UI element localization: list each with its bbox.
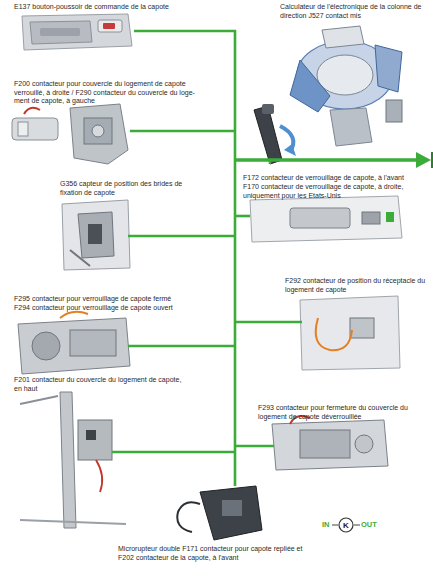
cover-switch-photo <box>20 392 126 528</box>
part-label: F170 contacteur de verrouillage de capot… <box>243 183 421 200</box>
cover-switch-photo <box>78 420 112 460</box>
steering-column-photo <box>317 55 373 95</box>
part-label: F292 contacteur de position du réceptacl… <box>285 277 433 294</box>
position-sensor-photo <box>62 200 130 270</box>
signal-line <box>128 345 235 348</box>
cover-switch-photo <box>20 396 58 404</box>
lock-switch-photo <box>18 122 28 136</box>
lock-motor-photo <box>60 312 88 318</box>
receptacle-switch-photo <box>300 296 400 370</box>
receptacle-switch-photo <box>300 296 400 370</box>
part-label: F293 contacteur pour fermeture du couver… <box>258 404 430 421</box>
part-label: F200 contacteur pour couvercle du logeme… <box>14 80 209 106</box>
lock-motor-photo <box>70 330 116 356</box>
symbol-arrow <box>332 525 338 526</box>
part-label: E137 bouton-poussoir de commande de la c… <box>14 3 224 12</box>
top-lock-switch-photo <box>362 212 380 224</box>
signal-line <box>128 235 235 238</box>
lock-motor-photo <box>32 332 60 360</box>
cover-lock-photo <box>272 420 388 470</box>
signal-line <box>112 451 235 454</box>
signal-line <box>235 215 250 218</box>
lock-switch-photo <box>84 118 112 144</box>
signal-line <box>235 445 274 448</box>
cover-switch-photo <box>60 392 76 528</box>
signal-line <box>134 31 235 486</box>
cover-switch-photo <box>20 520 126 524</box>
push-button-photo <box>40 28 80 36</box>
lock-switch-photo <box>70 104 128 164</box>
micro-switch-photo <box>177 486 262 540</box>
push-button-photo <box>22 14 132 50</box>
cover-lock-photo <box>300 430 350 458</box>
position-sensor-photo <box>70 250 90 266</box>
part-label: Calculateur de l'électronique de la colo… <box>280 3 433 20</box>
stalk-photo <box>262 104 274 114</box>
part-label: Microrupteur double F171 contacteur pour… <box>118 545 308 562</box>
lock-switch-photo <box>24 108 40 114</box>
part-label: F295 contacteur pour verrouillage de cap… <box>14 295 224 304</box>
push-button-photo <box>30 21 92 44</box>
lock-switch-photo <box>12 104 128 164</box>
signal-line <box>235 158 418 161</box>
stalk-photo <box>254 106 282 164</box>
lock-switch-photo <box>92 125 104 137</box>
steering-column-photo <box>330 108 372 146</box>
push-button-photo <box>22 14 132 50</box>
push-button-photo <box>103 23 115 29</box>
part-label: OUT <box>361 521 383 530</box>
cover-switch-photo <box>86 430 96 440</box>
part-label: G356 capteur de position des brides de f… <box>60 180 195 197</box>
stalk-photo <box>284 144 296 156</box>
top-lock-switch-photo <box>250 196 402 242</box>
steering-column-photo <box>375 45 402 92</box>
receptacle-switch-photo <box>350 318 374 338</box>
signal-line <box>235 321 302 324</box>
part-label: F294 contacteur pour verrouillage de cap… <box>14 304 224 313</box>
position-sensor-photo <box>78 212 114 258</box>
signal-line <box>130 130 235 133</box>
position-sensor-photo <box>88 224 102 244</box>
push-button-photo <box>98 20 122 32</box>
symbol-arrow <box>354 525 360 526</box>
cover-lock-photo <box>272 416 388 470</box>
lock-motor-photo <box>18 312 130 374</box>
cover-lock-photo <box>355 435 373 453</box>
steering-column-photo <box>290 26 402 146</box>
position-sensor-photo <box>62 200 130 270</box>
part-label: IN <box>322 521 336 530</box>
connector-symbol: K <box>338 517 354 533</box>
steering-column-photo <box>290 60 330 112</box>
lock-switch-photo <box>12 118 58 140</box>
edge-stripe <box>431 152 433 168</box>
circle-outline <box>339 518 353 532</box>
part-label: F201 contacteur du couvercle du logement… <box>14 376 182 393</box>
receptacle-switch-photo <box>316 318 352 350</box>
part-label: F172 contacteur de verrouillage de capot… <box>243 174 433 183</box>
top-lock-switch-photo <box>386 212 394 222</box>
symbol-letter: K <box>338 517 354 533</box>
micro-switch-photo <box>222 500 242 516</box>
arrow-head <box>416 152 431 168</box>
top-lock-switch-photo <box>290 208 350 228</box>
lock-motor-photo <box>18 318 130 374</box>
steering-column-photo <box>386 100 402 122</box>
micro-switch-photo <box>200 486 262 540</box>
stalk-photo <box>254 104 296 164</box>
top-lock-switch-photo <box>250 196 402 242</box>
micro-switch-photo <box>177 502 200 532</box>
steering-column-photo <box>322 26 364 48</box>
cover-switch-photo <box>96 460 102 492</box>
